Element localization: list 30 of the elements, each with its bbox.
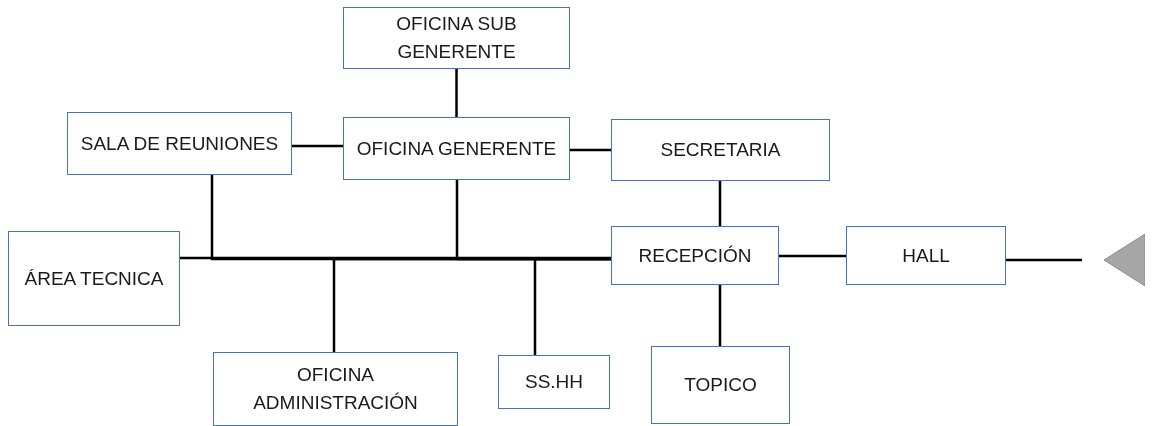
room-label: OFICINA ADMINISTRACIÓN	[252, 363, 419, 415]
room-box	[8, 231, 180, 326]
room-box	[846, 226, 1006, 285]
room-box	[498, 355, 610, 409]
room-label: SALA DE REUNIONES	[79, 131, 280, 156]
connector-line	[718, 285, 722, 346]
connector-line	[1006, 258, 1082, 262]
connector-line	[779, 254, 846, 258]
connector-line	[570, 148, 611, 152]
room-label: OFICINA GENERENTE	[355, 136, 558, 161]
connector-line	[718, 181, 722, 226]
room-label: SS.HH	[523, 370, 585, 394]
room-box	[67, 112, 292, 175]
room-label: ÁREA TECNICA	[23, 266, 165, 291]
room-label: RECEPCIÓN	[637, 243, 753, 268]
room-label: TOPICO	[683, 373, 758, 397]
room-box	[651, 346, 790, 424]
connector-line	[455, 69, 458, 117]
connector-line	[180, 256, 611, 260]
room-label: HALL	[901, 243, 951, 268]
room-label: SECRETARIA	[659, 138, 782, 162]
room-box	[611, 226, 779, 285]
room-box	[213, 352, 458, 426]
room-label: OFICINA SUB GENERENTE	[395, 12, 518, 64]
entrance-triangle	[1104, 234, 1145, 286]
connector-line	[292, 144, 343, 148]
room-box	[611, 119, 830, 181]
room-box	[343, 7, 570, 69]
connector-line	[533, 257, 611, 355]
room-box	[343, 117, 570, 180]
